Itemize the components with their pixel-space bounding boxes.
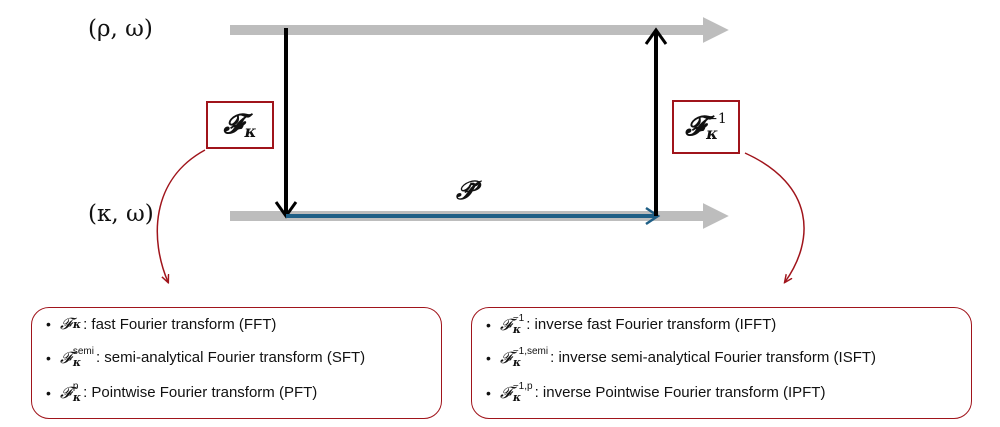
propagator-label: 𝒫̃: [456, 176, 475, 206]
inverse-connector-curve: [744, 152, 805, 282]
transform-description: : inverse Pointwise Fourier transform (I…: [534, 384, 826, 401]
transform-symbol: 𝓕 κ: [60, 314, 81, 334]
symbol: 𝓕: [60, 314, 72, 333]
subscript: κ: [72, 317, 82, 331]
forward-operator-symbol: 𝓕: [223, 109, 244, 140]
subscript: κ: [512, 356, 522, 369]
bullet: •: [486, 349, 491, 366]
transform-description: : semi-analytical Fourier transform (SFT…: [95, 349, 366, 366]
subscript: κ: [72, 356, 82, 369]
forward-connector-curve: [156, 149, 206, 282]
subscript: κ: [512, 391, 522, 404]
inverse-arrowhead: [644, 27, 668, 45]
forward-operator-sub: κ: [244, 122, 257, 141]
superscript: −1,p: [512, 381, 533, 392]
list-item: • 𝓕 κ : fast Fourier transform (FFT): [46, 314, 276, 334]
symbol: 𝓕: [500, 314, 512, 334]
inverse-operator-sup: −1: [706, 111, 727, 127]
inverse-operator-symbol: 𝓕: [685, 111, 706, 142]
transform-description: : fast Fourier transform (FFT): [83, 315, 277, 333]
forward-transforms-list: • 𝓕 κ : fast Fourier transform (FFT) • 𝓕…: [31, 307, 442, 419]
symbol: 𝓕: [500, 347, 512, 367]
superscript: −1: [512, 313, 525, 324]
bottom-axis-label: (κ, ω): [88, 201, 154, 227]
bullet: •: [486, 384, 491, 401]
bullet: •: [46, 349, 51, 366]
bullet: •: [46, 384, 51, 401]
symbol: 𝓕: [500, 382, 512, 402]
top-axis-label: (ρ, ω): [88, 16, 153, 42]
scripts: κ: [73, 319, 81, 330]
forward-operator-scripts: κ: [244, 110, 256, 140]
transform-description: : inverse semi-analytical Fourier transf…: [550, 349, 877, 366]
superscript: −1,semi: [512, 346, 549, 357]
bullet: •: [486, 316, 491, 333]
forward-operator-box: 𝓕 κ: [206, 101, 274, 149]
bullet: •: [46, 316, 51, 332]
inverse-operator-box: 𝓕 −1 κ: [672, 100, 740, 154]
inverse-operator-sub: κ: [706, 124, 719, 143]
superscript: p: [72, 381, 79, 392]
subscript: κ: [72, 391, 82, 404]
symbol: 𝓕: [60, 382, 72, 402]
superscript: semi: [72, 346, 94, 357]
transform-description: : inverse fast Fourier transform (IFFT): [526, 316, 777, 333]
subscript: κ: [512, 323, 522, 336]
transform-description: : Pointwise Fourier transform (PFT): [83, 384, 318, 401]
symbol: 𝓕: [60, 347, 72, 367]
inverse-operator-scripts: −1 κ: [706, 112, 727, 142]
